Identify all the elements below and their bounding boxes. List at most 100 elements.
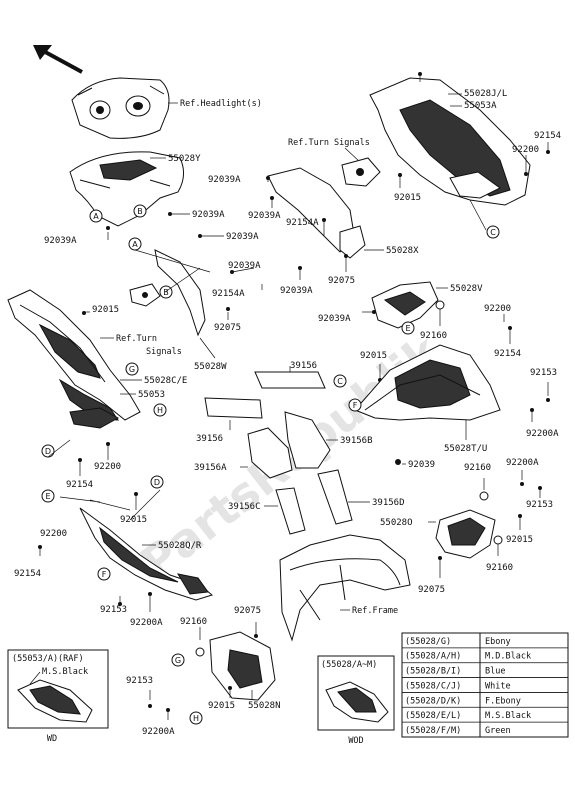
callout-h-2: H	[189, 711, 203, 725]
part-92154-left: 92154	[66, 480, 93, 490]
part-92154-mr: 92154	[494, 349, 521, 359]
ref-turn-signals-top: Ref.Turn Signals	[288, 138, 370, 148]
part-92039a-8: 92039A	[318, 314, 351, 324]
svg-text:C: C	[337, 377, 343, 386]
inset-wod-title: (55028/A~M)	[321, 660, 377, 670]
svg-text:F: F	[353, 401, 358, 410]
part-92015-top: 92015	[394, 193, 421, 203]
part-92200a-bot: 92200A	[142, 727, 175, 737]
under-cowl-55028qr	[79, 507, 214, 601]
decal-39156-left	[204, 397, 263, 419]
callout-f-2: F	[348, 398, 362, 412]
part-92075-br: 92075	[418, 585, 445, 595]
color-table-color: M.D.Black	[485, 652, 531, 662]
side-fairing-55028tu	[354, 344, 501, 421]
color-table-color: Blue	[485, 667, 505, 677]
svg-text:F: F	[102, 570, 107, 579]
callout-h: H	[153, 403, 167, 417]
part-55028tu: 55028T/U	[444, 444, 487, 454]
part-92039a-6: 92039A	[248, 211, 281, 221]
callout-e: E	[41, 489, 55, 503]
part-92160-mr: 92160	[420, 331, 447, 341]
turn-signal-left	[129, 283, 161, 307]
part-92200-tr: 92200	[512, 145, 539, 155]
bracket-55028w	[154, 249, 206, 337]
svg-text:B: B	[137, 207, 143, 216]
bracket-55028v	[371, 281, 439, 329]
inset-raf-footer: WD	[47, 734, 57, 744]
part-55028w: 55028W	[194, 362, 227, 372]
part-92154a-mid: 92154A	[212, 289, 245, 299]
part-92200-left: 92200	[94, 462, 121, 472]
ref-frame: Ref.Frame	[352, 606, 398, 616]
color-table-code: (55028/B/I)	[405, 667, 461, 677]
svg-text:E: E	[45, 492, 50, 501]
inset-raf: (55053/A)(RAF) M.S.Black WD	[7, 649, 109, 744]
decal-39156a	[247, 427, 293, 479]
color-table: (55028/G)Ebony(55028/A/H)M.D.Black(55028…	[401, 632, 569, 738]
part-92075-bot: 92075	[234, 606, 261, 616]
callout-f: F	[97, 567, 111, 581]
decal-39156d	[317, 469, 353, 525]
svg-text:E: E	[405, 324, 410, 333]
bracket-55028n	[209, 631, 276, 701]
part-92153-bot: 92153	[126, 676, 153, 686]
part-92200a-r2: 92200A	[506, 458, 539, 468]
part-55053: 55053	[138, 390, 165, 400]
part-92015-mid: 92015	[360, 351, 387, 361]
upper-cowl-55028jl	[369, 77, 531, 206]
color-table-code: (55028/C/J)	[405, 681, 461, 691]
part-92160-r2: 92160	[464, 463, 491, 473]
inner-shroud	[279, 534, 411, 642]
inset-wod-footer: WOD	[348, 736, 363, 746]
part-92039a-7: 92039A	[280, 286, 313, 296]
callout-b: B	[133, 204, 147, 218]
turn-signal-top	[341, 157, 381, 187]
decal-39156c	[275, 487, 306, 535]
ref-turn-signals-left-2: Signals	[146, 347, 182, 357]
side-panel-55053	[69, 407, 120, 429]
inset-raf-note: M.S.Black	[42, 667, 88, 677]
svg-text:D: D	[45, 447, 51, 456]
part-92015-bl: 92015	[120, 515, 147, 525]
svg-text:C: C	[490, 228, 496, 237]
part-92154-bl: 92154	[14, 569, 41, 579]
part-55028y: 55028Y	[168, 154, 201, 164]
part-92075-left: 92075	[214, 323, 241, 333]
ref-turn-signals-left-1: Ref.Turn	[116, 334, 157, 344]
part-92154a-top: 92154A	[286, 218, 319, 228]
color-table-color: Green	[485, 726, 511, 736]
part-92039a-4: 92039A	[228, 261, 261, 271]
part-39156-left: 39156	[196, 434, 223, 444]
part-55053a: 55053A	[464, 101, 497, 111]
part-92039: 92039	[408, 460, 435, 470]
part-92153-r2: 92153	[526, 500, 553, 510]
color-table-color: Ebony	[485, 637, 511, 647]
part-92160-bot: 92160	[180, 617, 207, 627]
callout-c: C	[486, 225, 500, 239]
part-55028x: 55028X	[386, 246, 419, 256]
inner-cowl-55028y	[69, 151, 184, 227]
part-92039a-1: 92039A	[44, 236, 77, 246]
decal-39156b	[284, 411, 331, 469]
svg-text:H: H	[193, 714, 199, 723]
bracket-55028x	[339, 225, 366, 259]
color-table-color: F.Ebony	[485, 696, 521, 706]
callout-b-2: B	[159, 285, 173, 299]
callout-a: A	[89, 209, 103, 223]
callout-g: G	[125, 362, 139, 376]
part-55028v: 55028V	[450, 284, 483, 294]
part-55028o: 55028O	[380, 518, 413, 528]
part-92039a-2: 92039A	[192, 210, 225, 220]
part-55028jl: 55028J/L	[464, 89, 507, 99]
orientation-arrow-icon	[33, 45, 83, 74]
callout-a-2: A	[128, 237, 142, 251]
part-39156d: 39156D	[372, 498, 405, 508]
part-39156-top: 39156	[290, 361, 317, 371]
part-92200-mr: 92200	[484, 304, 511, 314]
color-table-code: (55028/A/H)	[405, 652, 461, 662]
bracket-55028o	[435, 509, 496, 559]
part-92039a-3: 92039A	[226, 232, 259, 242]
svg-text:G: G	[129, 365, 135, 374]
